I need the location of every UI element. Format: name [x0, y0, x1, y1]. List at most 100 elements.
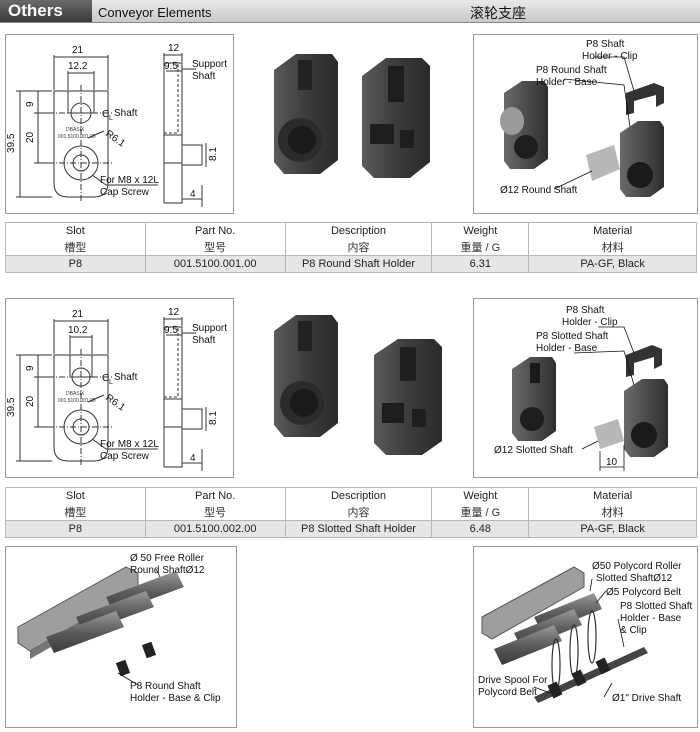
centerline-sub: L: [109, 115, 113, 122]
drive-spool-label-1: Drive Spool For: [478, 675, 548, 686]
polycord-belt-label: Ø5 Polycord Belt: [606, 587, 681, 598]
exploded-shaft-label: Ø12 Round Shaft: [500, 185, 577, 196]
dim-side-small: 8.1: [208, 411, 219, 425]
section2-drawing-panel: 21 10.2 39.5 9 20 C L Shaft R6.1 For M8 …: [5, 298, 234, 478]
page-header: Others Conveyor Elements 滚轮支座: [0, 0, 700, 23]
section2-exploded-view: P8 Shaft Holder - Clip P8 Slotted Shaft …: [494, 305, 668, 471]
spec-table-2: Slot Part No. Description Weight Materia…: [5, 487, 697, 538]
dim-10: 10: [606, 457, 618, 468]
col-header-slot: Slot: [5, 222, 146, 239]
cell-description: P8 Slotted Shaft Holder: [284, 520, 433, 538]
part-mark: 001.5100.001.00: [58, 134, 96, 140]
centerline-mark: C: [102, 373, 109, 384]
support-label-2: Shaft: [192, 335, 216, 346]
header-title: Others: [8, 1, 63, 20]
holder-clip-part: [626, 345, 662, 377]
col-header-description: Description: [284, 222, 433, 239]
free-roller-label-1: Ø 50 Free Roller: [130, 553, 205, 564]
col-header-weight-cn: 重量 / G: [431, 239, 530, 256]
col-header-slot-cn: 槽型: [5, 504, 146, 521]
col-header-weight: Weight: [431, 222, 530, 239]
support-label-2: Shaft: [192, 71, 216, 82]
cell-weight: 6.31: [431, 255, 530, 273]
polycord-assembly-view: Ø50 Polycord Roller Slotted ShaftØ12 Ø5 …: [478, 561, 692, 704]
section1-exploded-view: P8 Shaft Holder - Clip P8 Round Shaft Ho…: [500, 39, 664, 197]
screw-label-1: For M8 x 12L: [100, 175, 159, 186]
col-header-weight-cn: 重量 / G: [431, 504, 530, 521]
cell-material: PA-GF, Black: [528, 255, 697, 273]
col-header-part-no: Part No.: [144, 222, 286, 239]
support-label: Support: [192, 323, 227, 334]
spec-table-1: Slot Part No. Description Weight Materia…: [5, 222, 697, 273]
dim-mid: 20: [25, 395, 36, 407]
dim-height: 39.5: [6, 133, 17, 153]
slotted-holder-render: [362, 58, 430, 178]
header-title-cn: 滚轮支座: [470, 5, 526, 21]
col-header-material-cn: 材料: [528, 239, 697, 256]
round-holder-render: [274, 54, 338, 174]
clip-label-2: Holder - Clip: [582, 51, 638, 62]
section2-product-renders: [274, 315, 442, 455]
section1-technical-drawing: 21 12.2 39.5 9 20 C L Shaft R6.1 For M8 …: [6, 43, 227, 207]
part-mark: 001.5100.001.00: [58, 398, 96, 404]
aluminum-profile-back: [481, 566, 585, 640]
polycord-assembly-panel: Ø50 Polycord Roller Slotted ShaftØ12 Ø5 …: [473, 546, 698, 728]
col-header-description-cn: 内容: [284, 504, 433, 521]
dim-width: 21: [72, 309, 84, 320]
slotted-holder-render-back: [374, 339, 442, 455]
cell-slot: P8: [5, 255, 146, 273]
col-header-slot-cn: 槽型: [5, 239, 146, 256]
section1-exploded-panel: P8 Shaft Holder - Clip P8 Round Shaft Ho…: [473, 34, 698, 214]
radius-label: R6.1: [103, 128, 127, 149]
header-title-block: Others: [0, 0, 92, 22]
dim-top: 9: [25, 365, 36, 371]
round-holder-label-1: P8 Round Shaft: [130, 681, 201, 692]
base-label-2: Holder - Base: [536, 77, 598, 88]
round-shaft-end: [500, 107, 524, 135]
cell-slot: P8: [5, 520, 146, 538]
base-label-1: P8 Round Shaft: [536, 65, 607, 76]
col-header-description: Description: [284, 487, 433, 504]
dim-side-small: 8.1: [208, 147, 219, 161]
section1-drawing-panel: 21 12.2 39.5 9 20 C L Shaft R6.1 For M8 …: [5, 34, 234, 214]
dim-side-inner: 9.5: [164, 325, 178, 336]
table-row: P8 001.5100.002.00 P8 Slotted Shaft Hold…: [5, 520, 697, 538]
polycord-roller-label-2: Slotted ShaftØ12: [596, 573, 673, 584]
dim-side-bottom: 4: [190, 453, 196, 464]
holder-clip-part: [626, 83, 664, 115]
brand-mark: DBASIX: [66, 127, 85, 133]
support-label: Support: [192, 59, 227, 70]
centerline-mark: C: [102, 109, 109, 120]
radius-label: R6.1: [103, 392, 127, 413]
cell-weight: 6.48: [431, 520, 530, 538]
col-header-part-no-cn: 型号: [144, 504, 286, 521]
drive-shaft-label: Ø1" Drive Shaft: [612, 693, 681, 704]
round-holder-label-2: Holder - Base & Clip: [130, 693, 221, 704]
free-roller-assembly-view: Ø 50 Free Roller Round ShaftØ12 P8 Round…: [17, 553, 221, 704]
slotted-holder-label-2: Holder - Base: [620, 613, 682, 624]
col-header-material-cn: 材料: [528, 504, 697, 521]
round-shaft-part: [586, 145, 620, 181]
cell-part-no: 001.5100.001.00: [144, 255, 286, 273]
drive-shaft: [534, 647, 648, 703]
col-header-weight: Weight: [431, 487, 530, 504]
slotted-shaft-part: [594, 419, 624, 449]
clip-label-1: P8 Shaft: [566, 305, 605, 316]
col-header-description-cn: 内容: [284, 239, 433, 256]
screw-label-2: Cap Screw: [100, 451, 150, 462]
brand-mark: DBASIX: [66, 391, 85, 397]
col-header-slot: Slot: [5, 487, 146, 504]
dim-height: 39.5: [6, 397, 17, 417]
dim-width: 21: [72, 45, 84, 56]
clip-label-2: Holder - Clip: [562, 317, 618, 328]
dim-side-inner: 9.5: [164, 61, 178, 72]
cell-material: PA-GF, Black: [528, 520, 697, 538]
slotted-holder-render-front: [274, 315, 338, 437]
base-label-1: P8 Slotted Shaft: [536, 331, 608, 342]
centerline-sub: L: [109, 379, 113, 386]
table-row: P8 001.5100.001.00 P8 Round Shaft Holder…: [5, 255, 697, 273]
base-label-2: Holder - Base: [536, 343, 598, 354]
dim-inner: 12.2: [68, 61, 88, 72]
dim-side-width: 12: [168, 43, 180, 54]
dim-side-width: 12: [168, 307, 180, 318]
